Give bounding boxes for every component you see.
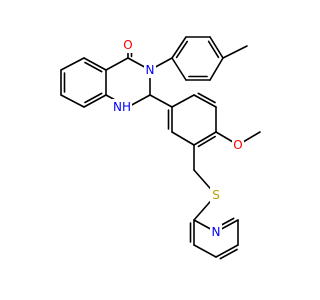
- bond: [149, 94, 173, 108]
- bond: [60, 94, 85, 108]
- atom-label-background: [112, 99, 132, 115]
- bond: [193, 244, 217, 258]
- bond: [105, 57, 129, 71]
- atom-label-o-methoxy: O: [233, 138, 242, 152]
- bonds: [60, 36, 261, 260]
- bond: [171, 94, 195, 108]
- bond: [171, 57, 187, 81]
- atom-label-background: [122, 37, 134, 53]
- atom-label-background: [210, 187, 222, 203]
- atom-label-background: [144, 62, 156, 78]
- bond: [60, 57, 85, 71]
- bond: [84, 61, 103, 73]
- atom-label-n-pyridine: N: [212, 225, 221, 239]
- atom-label-n-amide: N: [146, 63, 155, 77]
- bond: [209, 36, 224, 59]
- bond: [171, 131, 195, 146]
- bond: [171, 36, 187, 59]
- bond: [222, 45, 248, 59]
- bond: [84, 92, 103, 104]
- atom-label-background: [210, 224, 222, 240]
- bond: [207, 40, 220, 59]
- bond: [193, 94, 217, 108]
- bond: [209, 57, 224, 81]
- bond: [193, 131, 217, 146]
- bond: [83, 94, 107, 108]
- atom-label-background: [232, 137, 244, 153]
- bond: [215, 244, 239, 258]
- bond: [175, 40, 189, 59]
- atom-label-nh: NH: [113, 100, 131, 114]
- atom-label-s: S: [212, 188, 220, 202]
- bond: [197, 135, 216, 148]
- atom-label-o-carbonyl: O: [123, 38, 132, 52]
- bond: [83, 57, 107, 71]
- bond: [197, 92, 216, 104]
- bond: [219, 248, 238, 260]
